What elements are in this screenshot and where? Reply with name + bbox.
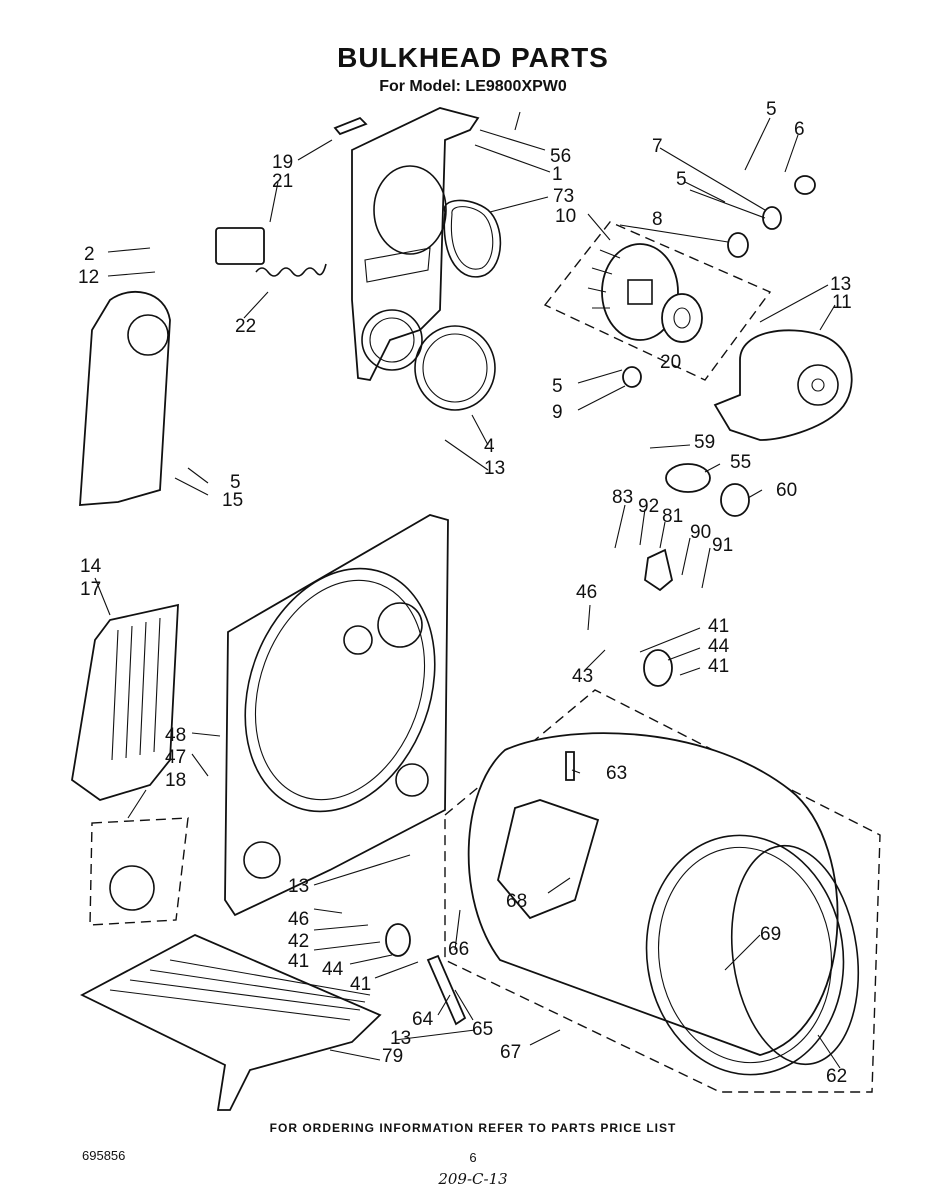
callout-81: 81	[662, 506, 683, 527]
idler-arm-bracket-part-64	[426, 954, 467, 1026]
handwritten-code: 209-C-13	[438, 1170, 508, 1188]
callout-68: 68	[506, 891, 527, 912]
callout-18: 18	[165, 770, 186, 791]
ordering-note: FOR ORDERING INFORMATION REFER TO PARTS …	[269, 1121, 677, 1135]
callout-66: 66	[448, 939, 469, 960]
callout-63: 63	[606, 763, 627, 784]
motor-pulley-part-20	[661, 293, 703, 343]
callout-79: 79	[382, 1046, 403, 1067]
callout-56: 56	[550, 146, 571, 167]
callout-2: 2	[84, 244, 95, 265]
exploded-parts-diagram: 5 6 56 19 21 1 7 73 5 10 8 2 12 13 11 22…	[71, 99, 881, 1111]
callout-42: 42	[288, 931, 309, 952]
bearing-part-8	[727, 232, 749, 258]
callout-64: 64	[412, 1009, 434, 1030]
callout-44: 44	[322, 959, 344, 980]
callout-12: 12	[78, 267, 99, 288]
lens-part-60	[720, 483, 750, 517]
callout-60: 60	[776, 480, 797, 501]
blower-wheel-part-10	[543, 221, 772, 381]
gasket-part-73	[443, 199, 502, 278]
callout-65: 65	[472, 1019, 493, 1040]
idler-pulley-part-44b	[385, 923, 411, 957]
leader-lines	[94, 111, 841, 1069]
bracket-part-19	[333, 116, 368, 136]
callout-55: 55	[730, 452, 751, 473]
door-switch-part-81	[644, 548, 674, 592]
callout-11: 11	[832, 292, 852, 313]
callout-62: 62	[826, 1066, 847, 1087]
callout-6: 6	[794, 119, 805, 140]
callout-92: 92	[638, 496, 659, 517]
callout-13: 13	[288, 876, 309, 897]
thermal-fuse-kit-part-18	[89, 817, 189, 926]
bulkhead-panel	[351, 107, 480, 381]
callout-19: 19	[272, 152, 293, 173]
callout-9: 9	[552, 402, 563, 423]
callout-44: 44	[708, 636, 730, 657]
front-bulkhead-part-48	[224, 514, 449, 917]
callout-67: 67	[500, 1042, 521, 1063]
callout-48: 48	[165, 725, 186, 746]
callout-46: 46	[288, 909, 309, 930]
callout-73: 73	[553, 186, 574, 207]
light-bulb-part-55	[665, 463, 711, 493]
air-duct-part-79	[80, 934, 382, 1111]
callout-69: 69	[760, 924, 781, 945]
callout-13: 13	[390, 1028, 411, 1049]
document-number: 695856	[82, 1148, 126, 1163]
callout-5: 5	[766, 99, 777, 120]
drum-seal-part-62	[730, 844, 860, 1066]
callout-22: 22	[235, 316, 256, 337]
wire-coil-part-22	[255, 263, 327, 277]
gasket-part-4	[414, 325, 496, 411]
bearing-part-7	[762, 206, 782, 230]
callout-41: 41	[288, 951, 309, 972]
callout-41: 41	[350, 974, 371, 995]
callout-41: 41	[708, 656, 729, 677]
callout-41: 41	[708, 616, 729, 637]
blower-housing-part-11	[713, 329, 853, 441]
clip-part-6	[794, 175, 816, 195]
callout-14: 14	[80, 556, 102, 577]
callout-83: 83	[612, 487, 633, 508]
connector-part-21	[215, 227, 265, 265]
callout-4: 4	[484, 436, 495, 457]
callout-5: 5	[552, 376, 563, 397]
callout-10: 10	[555, 206, 576, 227]
heater-element-part-17	[71, 603, 179, 801]
callout-91: 91	[712, 535, 733, 556]
idler-pulley-part-44a	[643, 649, 673, 687]
callout-13: 13	[484, 458, 505, 479]
bearing-part-9	[622, 366, 642, 388]
screw-part-63	[565, 751, 575, 781]
callout-1: 1	[552, 164, 563, 185]
drum-baffle-part-68	[497, 799, 600, 920]
callout-59: 59	[694, 432, 715, 453]
idler-arm-part-14	[79, 291, 171, 506]
callout-46: 46	[576, 582, 597, 603]
callout-labels: 5 6 56 19 21 1 7 73 5 10 8 2 12 13 11 22…	[78, 99, 852, 1087]
callout-15: 15	[222, 490, 243, 511]
callout-8: 8	[652, 209, 663, 230]
callout-7: 7	[652, 136, 663, 157]
callout-17: 17	[80, 579, 101, 600]
page-title: BULKHEAD PARTS	[337, 42, 609, 73]
callout-90: 90	[690, 522, 711, 543]
callout-21: 21	[272, 171, 293, 192]
callout-13: 13	[830, 274, 851, 295]
callout-20: 20	[660, 352, 681, 373]
callout-43: 43	[572, 666, 593, 687]
model-subtitle: For Model: LE9800XPW0	[379, 78, 567, 95]
callout-5: 5	[230, 472, 241, 493]
callout-5: 5	[676, 169, 687, 190]
page-number: 6	[469, 1150, 477, 1165]
callout-47: 47	[165, 747, 186, 768]
